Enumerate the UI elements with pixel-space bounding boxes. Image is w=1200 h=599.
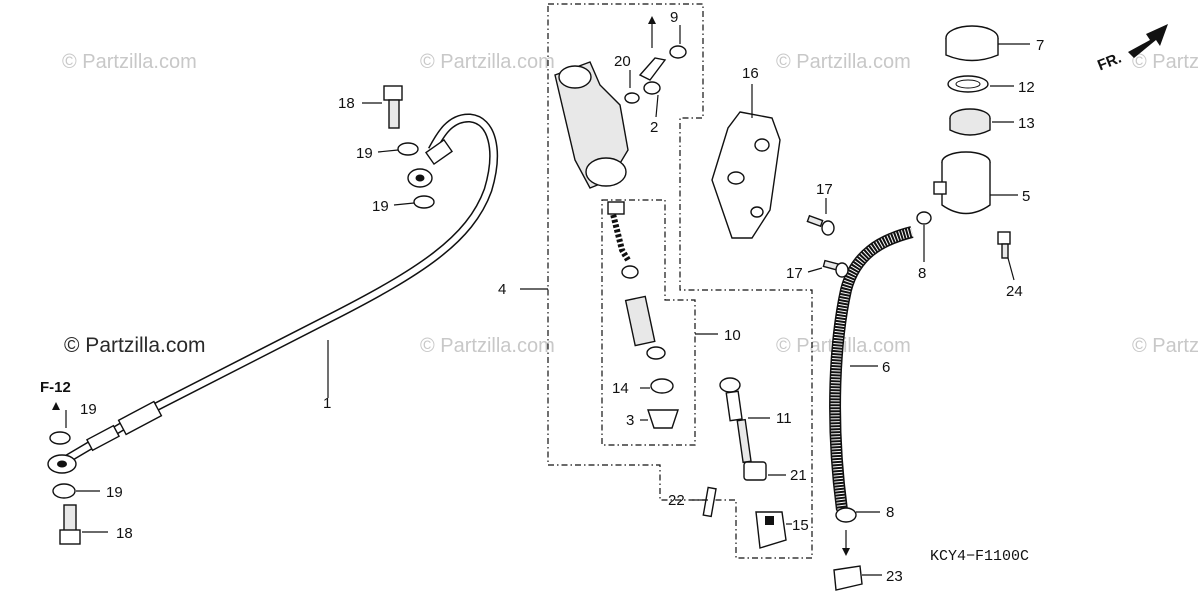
reservoir-hose — [829, 226, 914, 591]
piston-kit — [607, 201, 679, 429]
callout-13: 13 — [1018, 115, 1035, 132]
callout-19: 19 — [106, 484, 123, 501]
callout-15: 15 — [792, 517, 809, 534]
reference-label: F-12 — [40, 379, 71, 396]
callout-22: 22 — [668, 492, 685, 509]
watermark: © Partzilla.com — [1132, 335, 1200, 357]
callout-16: 16 — [742, 65, 759, 82]
callout-6: 6 — [882, 359, 890, 376]
callout-1: 1 — [323, 395, 331, 412]
callout-23: 23 — [886, 568, 903, 585]
watermark: © Partzilla.com — [776, 51, 911, 73]
watermark: © Partzilla.com — [420, 335, 555, 357]
callout-18: 18 — [338, 95, 355, 112]
leader-lines — [52, 16, 1030, 576]
direction-label: FR. — [1095, 50, 1124, 75]
watermark: © Partzilla.com — [420, 51, 555, 73]
group-outlines — [547, 3, 813, 559]
watermark: © Partzilla.com — [64, 334, 206, 357]
callout-20: 20 — [614, 53, 631, 70]
callout-8: 8 — [918, 265, 926, 282]
diagram-code: KCY4−F1100C — [930, 548, 1029, 565]
push-rod — [702, 377, 787, 549]
callout-2: 2 — [650, 119, 658, 136]
left-fasteners — [49, 85, 435, 545]
callout-18: 18 — [116, 525, 133, 542]
callout-3: 3 — [626, 412, 634, 429]
bracket — [711, 111, 781, 239]
callout-14: 14 — [612, 380, 629, 397]
callout-19: 19 — [372, 198, 389, 215]
callout-12: 12 — [1018, 79, 1035, 96]
callout-24: 24 — [1006, 283, 1023, 300]
callout-10: 10 — [724, 327, 741, 344]
brake-hose — [47, 113, 499, 474]
bolts-17 — [806, 214, 849, 278]
master-cylinder — [554, 45, 687, 189]
callout-21: 21 — [790, 467, 807, 484]
watermarks: © Partzilla.com © Partzilla.com © Partzi… — [62, 51, 1200, 357]
callout-11: 11 — [776, 410, 792, 427]
callout-17: 17 — [786, 265, 803, 282]
callout-17: 17 — [816, 181, 833, 198]
callout-9: 9 — [670, 9, 678, 26]
callout-19: 19 — [356, 145, 373, 162]
callout-4: 4 — [498, 281, 506, 298]
callout-7: 7 — [1036, 37, 1044, 54]
callout-5: 5 — [1022, 188, 1030, 205]
watermark: © Partzilla.com — [1132, 51, 1200, 73]
watermark: © Partzilla.com — [62, 51, 197, 73]
callout-19: 19 — [80, 401, 97, 418]
reservoir — [916, 25, 1011, 259]
callout-8: 8 — [886, 504, 894, 521]
callouts: 18 19 19 1 F-12 19 19 18 4 2 20 9 10 14 … — [40, 9, 1044, 585]
